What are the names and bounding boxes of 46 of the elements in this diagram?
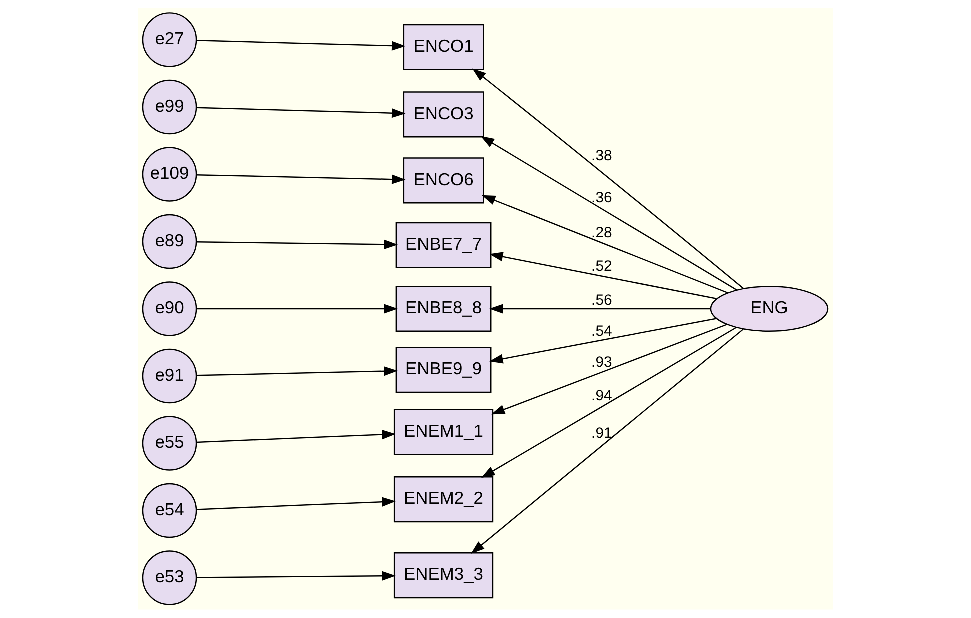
arrow (196, 40, 406, 51)
arrow (196, 430, 396, 444)
arrow (489, 252, 717, 300)
edge-label: .52 (592, 258, 612, 276)
node-box: ENBE8_8 (396, 286, 492, 332)
edge-label: .54 (592, 322, 612, 340)
arrow (489, 304, 711, 314)
node-circle: e53 (142, 550, 198, 606)
arrow (472, 68, 744, 290)
node-circle: e54 (142, 483, 198, 538)
node-box: ENEM1_1 (394, 409, 494, 456)
arrow (196, 304, 398, 314)
node-box: ENEM3_3 (394, 552, 494, 599)
arrow (471, 328, 744, 554)
arrow (480, 136, 738, 291)
node-circle: e55 (142, 416, 198, 471)
arrow (482, 195, 728, 294)
node-box: ENCO1 (403, 24, 484, 70)
arrow (196, 366, 398, 376)
node-box: ENBE9_9 (396, 346, 492, 394)
arrow (481, 327, 737, 478)
edge-label: .28 (592, 224, 612, 242)
node-box: ENBE7_7 (396, 222, 492, 269)
arrow (196, 571, 396, 581)
node-box: ENCO3 (403, 92, 484, 138)
node-circle: e91 (142, 348, 198, 404)
node-circle: e89 (142, 214, 198, 270)
edge-label: .36 (592, 190, 612, 207)
node-circle: e27 (142, 12, 198, 68)
arrow (196, 174, 406, 184)
arrow (196, 240, 398, 250)
arrow (196, 107, 406, 118)
arrow (196, 497, 396, 510)
node-circle: e90 (142, 282, 198, 336)
edge-label: .91 (592, 425, 612, 442)
node-circle: e109 (142, 147, 198, 202)
edge-label: .94 (592, 388, 612, 405)
edge-label: .56 (592, 292, 612, 309)
edge-label: .38 (592, 147, 612, 164)
node-box: ENEM2_2 (394, 476, 494, 523)
arrow (491, 324, 728, 415)
edge-label: .93 (592, 354, 612, 372)
arrow (489, 318, 717, 364)
node-ellipse: ENG (710, 286, 829, 332)
node-circle: e99 (142, 80, 198, 135)
node-box: ENCO6 (403, 158, 484, 204)
